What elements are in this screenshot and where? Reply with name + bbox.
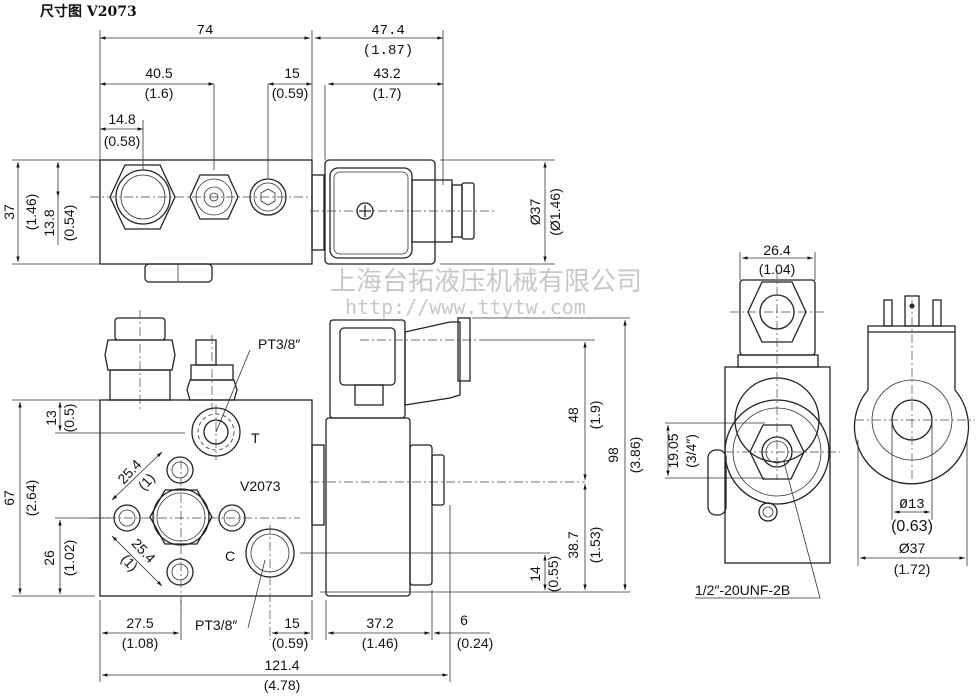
dim-121-4-in: (4.78) [264, 677, 301, 693]
dim-37: 37 [1, 204, 17, 220]
dim-15b-in: (0.59) [272, 635, 309, 651]
dim-43-2: 43.2 [373, 65, 400, 81]
port-t-label: T [251, 430, 260, 446]
front-view: T C V2073 PT3/8″ PT3/8″ [1, 310, 643, 693]
dim-dia13: Ø13 [899, 497, 924, 513]
dim-67: 67 [1, 490, 17, 506]
dim-14: 14 [527, 566, 543, 582]
dim-6: 6 [460, 612, 468, 628]
dim-dia37-in: (Ø1.46) [547, 188, 563, 235]
port-c-label: C [225, 548, 235, 564]
dim-98-in: (3.86) [627, 437, 643, 474]
dim-40-5: 40.5 [145, 65, 172, 81]
dim-13: 13 [43, 410, 59, 426]
dim-38-7: 38.7 [565, 531, 581, 558]
dim-6-in: (0.24) [457, 635, 494, 651]
dim-37-in: (1.46) [23, 194, 39, 231]
dim-14-8-in: (0.58) [104, 133, 141, 149]
dim-27-5: 27.5 [126, 615, 153, 631]
watermark-company: 上海台拓液压机械有限公司 [330, 267, 642, 297]
model-label: V2073 [240, 478, 281, 494]
dim-67-in: (2.64) [23, 480, 39, 517]
dim-15b: 15 [284, 615, 300, 631]
dim-121-4: 121.4 [264, 657, 299, 673]
dim-15: 15 [284, 65, 300, 81]
dim-48: 48 [565, 407, 581, 423]
dim-26-4: 26.4 [763, 242, 790, 258]
coil-view: Ø13 (0.63) Ø37 (1.72) [853, 295, 975, 577]
port-t-thread-label: PT3/8″ [258, 336, 300, 352]
dim-dia37-coil-in: (1.72) [894, 561, 931, 577]
dim-47-4: 47.4 [371, 23, 405, 39]
dim-43-2-in: (1.7) [373, 85, 402, 101]
dim-19-05: 19.05 [665, 433, 681, 468]
dim-74: 74 [197, 23, 214, 39]
dim-dia13-in: (0.63) [891, 518, 933, 535]
dim-19-05-in: (3/4″) [683, 434, 699, 468]
dim-26-4-in: (1.04) [759, 261, 796, 277]
dim-98: 98 [605, 447, 621, 463]
dim-40-5-in: (1.6) [145, 85, 174, 101]
dim-27-5-in: (1.08) [122, 635, 159, 651]
dim-47-4-in: (1.87) [363, 43, 413, 59]
top-view: 74 47.4 (1.87) 40.5 (1.6) 15 (0.59) 43.2… [1, 23, 563, 283]
dim-37-2-in: (1.46) [362, 635, 399, 651]
dim-15-in: (0.59) [272, 85, 309, 101]
dim-dia37-coil: Ø37 [899, 540, 926, 556]
side-view: 26.4 (1.04) 19.05 (3/4″) 1/2″-20UNF-2B [665, 242, 840, 599]
port-c-thread-label: PT3/8″ [195, 617, 237, 633]
dim-14-8: 14.8 [108, 111, 135, 127]
dim-13-8: 13.8 [41, 209, 57, 236]
drawing-title: 尺寸图 V2073 [40, 3, 137, 20]
dim-dia37: Ø37 [527, 199, 543, 226]
dim-13-in: (0.5) [61, 404, 77, 433]
dim-26-in: (1.02) [61, 540, 77, 577]
dim-26: 26 [41, 550, 57, 566]
watermark: 上海台拓液压机械有限公司 http://www.ttytw.com [330, 267, 642, 319]
dim-48-in: (1.9) [587, 401, 603, 430]
dim-37-2: 37.2 [366, 615, 393, 631]
dim-13-8-in: (0.54) [61, 205, 77, 242]
dim-14-in: (0.55) [545, 556, 561, 593]
watermark-url: http://www.ttytw.com [345, 295, 586, 319]
thread-label: 1/2″-20UNF-2B [695, 582, 790, 598]
dim-38-7-in: (1.53) [587, 527, 603, 564]
